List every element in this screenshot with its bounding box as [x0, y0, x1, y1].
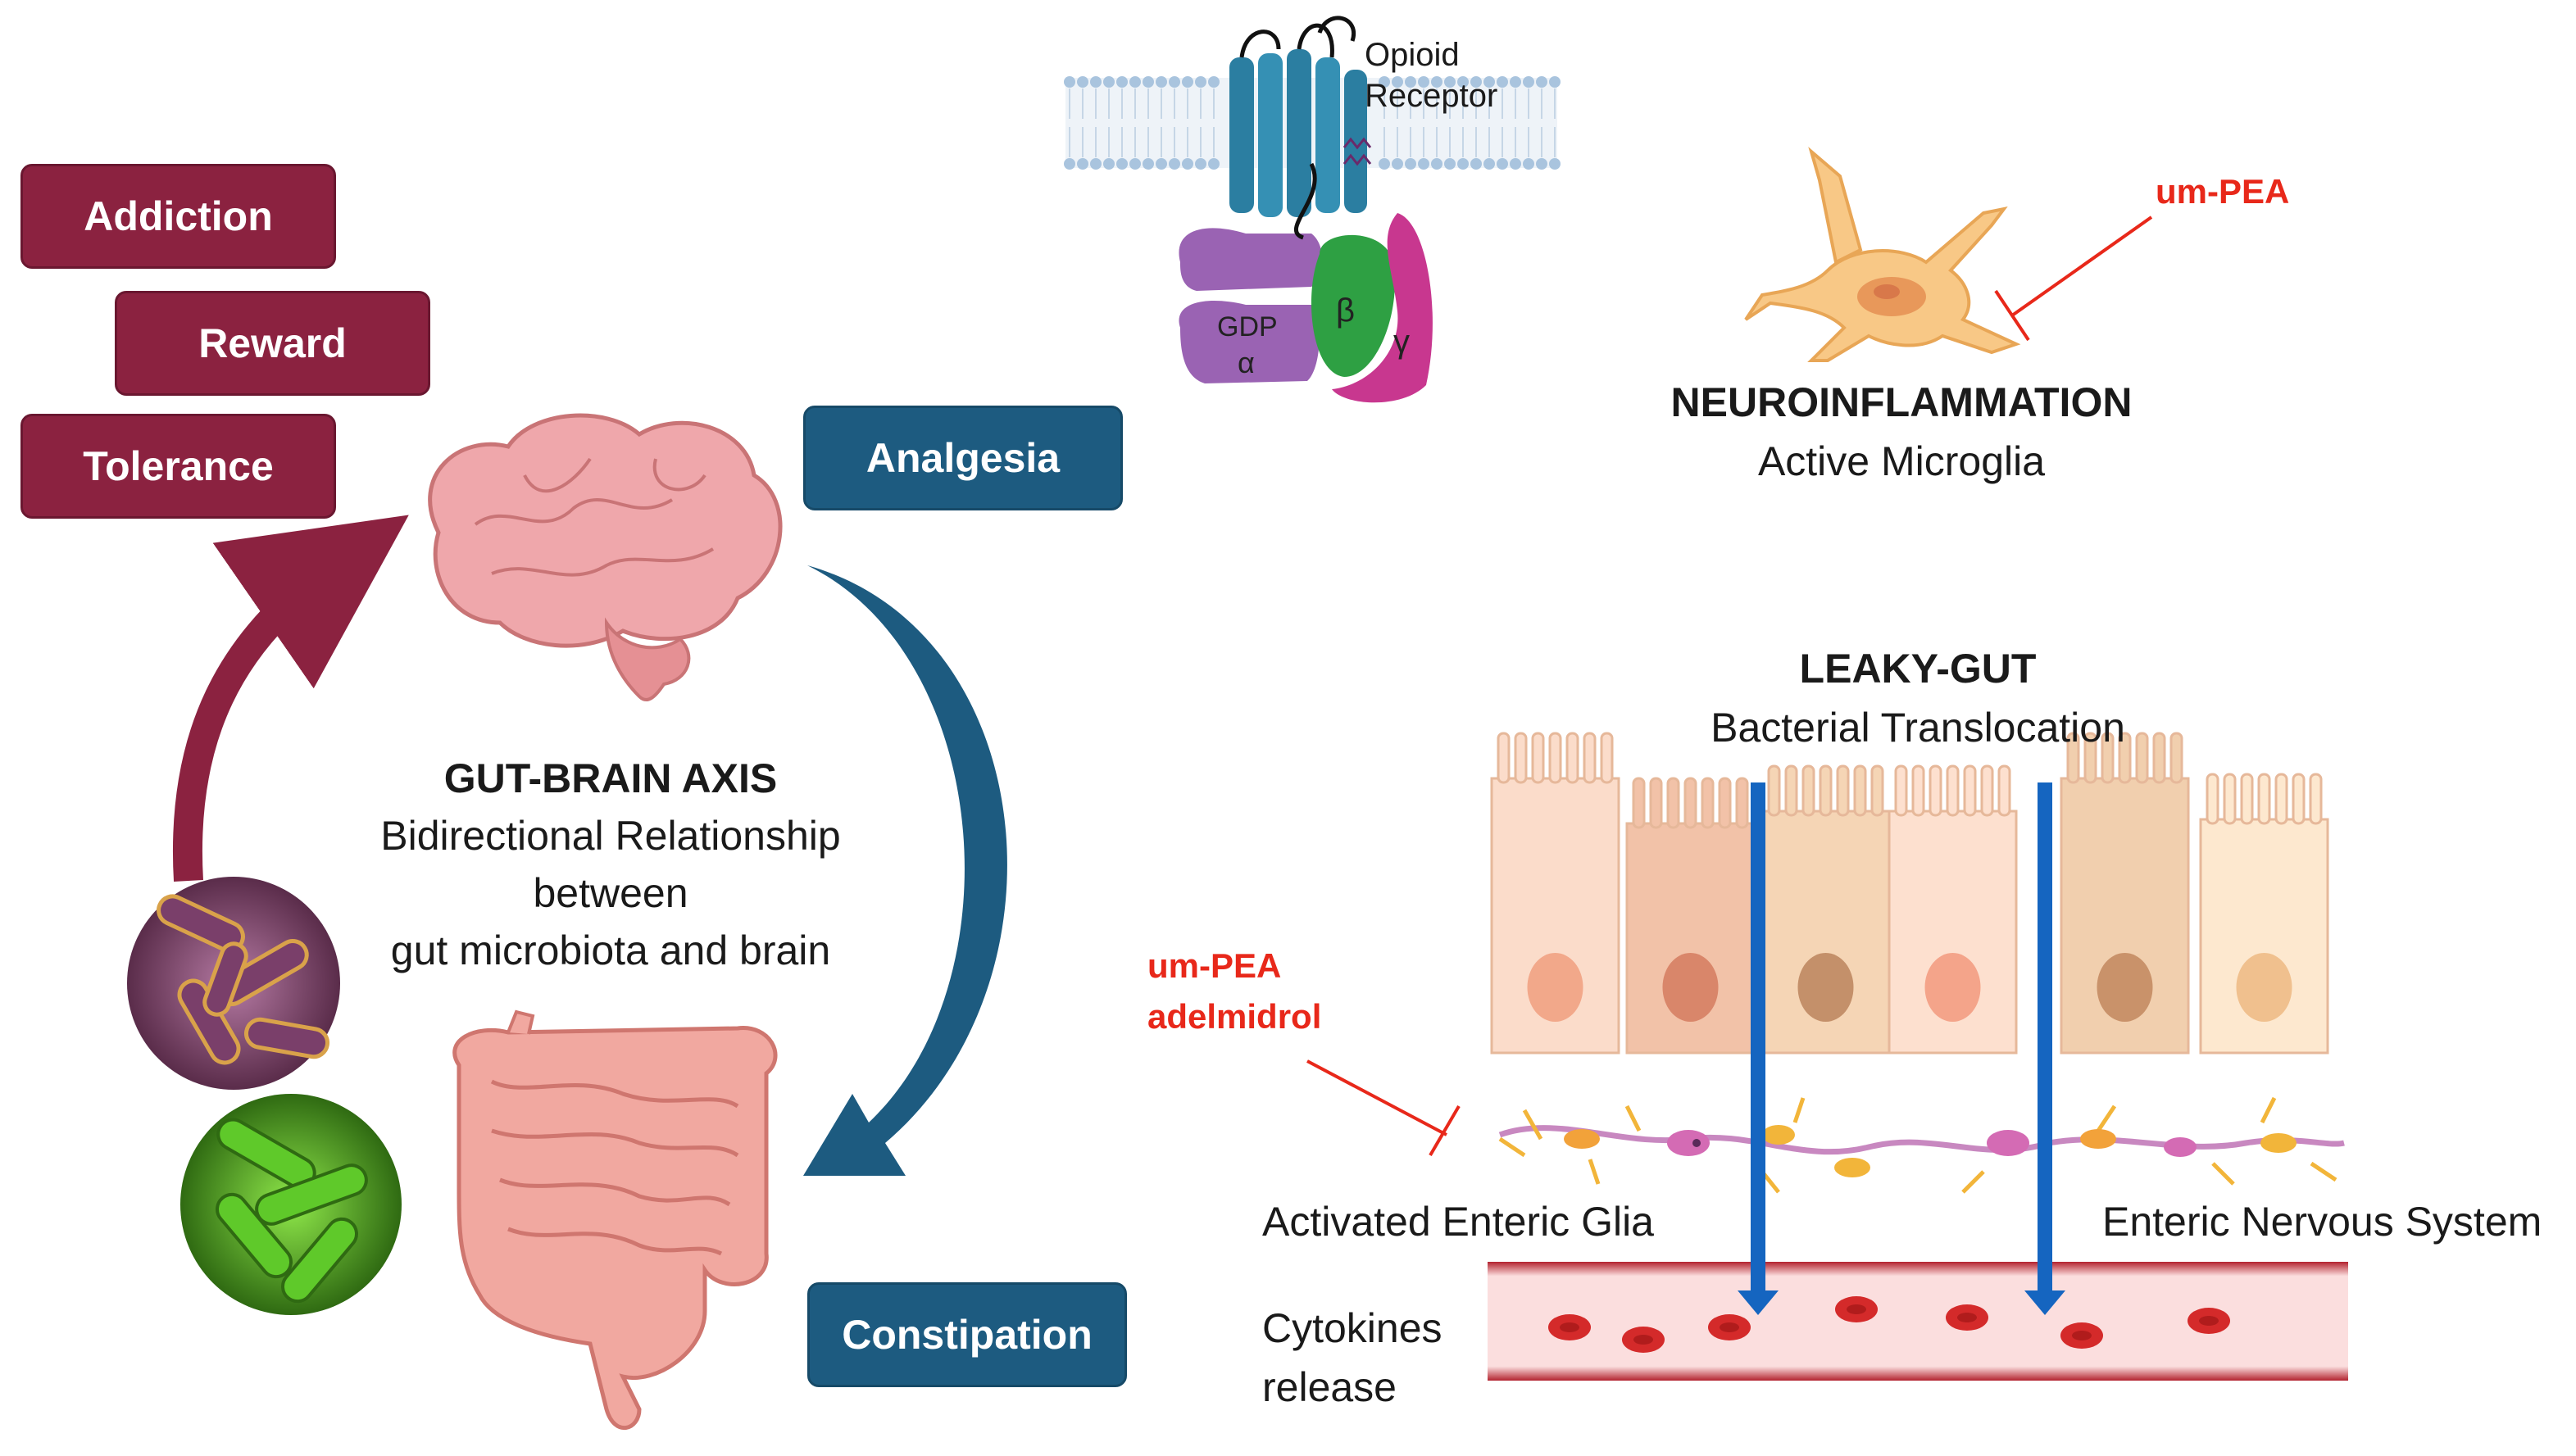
microglia-inhibitor-line	[1994, 215, 2153, 342]
constipation-box: Constipation	[807, 1282, 1127, 1387]
blood-vessel-icon	[1488, 1262, 2348, 1381]
tolerance-box: Tolerance	[20, 414, 336, 519]
translocation-arrow-right	[2024, 782, 2065, 1315]
gut-brain-axis-line1: Bidirectional Relationship	[380, 813, 841, 859]
enteric-nervous-system-label: Enteric Nervous System	[2102, 1199, 2542, 1245]
gut-brain-axis-line2: between	[533, 870, 688, 916]
brain-icon	[428, 413, 783, 701]
gamma-label: γ	[1393, 324, 1410, 360]
alpha-label: α	[1238, 346, 1255, 379]
epithelial-cell	[2199, 773, 2329, 1055]
microglia-drug-label: um-PEA	[2156, 172, 2290, 211]
reward-box: Reward	[115, 291, 430, 396]
beta-label: β	[1336, 293, 1355, 329]
leaky-gut-subtitle: Bacterial Translocation	[1711, 705, 2125, 751]
neuroinflammation-subtitle: Active Microglia	[1757, 438, 2046, 484]
cytokines-release-line2: release	[1262, 1364, 1397, 1410]
opioid-receptor-label-line1: Opioid	[1365, 37, 1460, 73]
g-protein-icon	[1179, 162, 1433, 403]
red-blood-cell	[1548, 1314, 1591, 1340]
leaky-gut-block: LEAKY-GUT Bacterial Translocation	[1623, 639, 2213, 757]
red-blood-cell	[1622, 1327, 1665, 1353]
analgesia-box: Analgesia	[803, 406, 1123, 510]
red-blood-cell	[2188, 1308, 2230, 1334]
glia-drug-label-line2: adelmidrol	[1147, 997, 1322, 1036]
red-blood-cell	[2060, 1322, 2103, 1349]
opioid-receptor-label: Opioid Receptor	[1365, 34, 1497, 116]
translocation-arrow-left	[1738, 782, 1779, 1315]
gut-brain-axis-block: GUT-BRAIN AXIS Bidirectional Relationshi…	[320, 750, 902, 979]
epithelial-cell	[1760, 764, 1891, 1055]
bacteria-green-icon	[180, 1094, 402, 1315]
glia-drug-label: um-PEA adelmidrol	[1147, 941, 1321, 1042]
red-blood-cell	[1946, 1304, 1988, 1331]
epithelial-cell	[1625, 777, 1756, 1055]
enteric-nervous-system-icon	[1498, 1096, 2345, 1194]
brain-to-gut-arrow	[803, 565, 1007, 1176]
intestine-icon	[452, 1009, 778, 1430]
epithelial-cell	[1490, 732, 1620, 1055]
opioid-receptor-label-line2: Receptor	[1365, 78, 1498, 114]
gdp-label: GDP	[1217, 311, 1278, 342]
microbiota-to-brain-arrow	[173, 515, 409, 882]
cytokines-release-label: Cytokines release	[1262, 1299, 1442, 1417]
leaky-gut-title: LEAKY-GUT	[1799, 646, 2037, 692]
microglia-icon	[1744, 147, 2021, 362]
activated-enteric-glia-label: Activated Enteric Glia	[1262, 1199, 1654, 1245]
glia-drug-label-line1: um-PEA	[1147, 946, 1282, 985]
red-blood-cell	[1835, 1296, 1878, 1322]
addiction-box: Addiction	[20, 164, 336, 269]
gut-brain-axis-title: GUT-BRAIN AXIS	[443, 755, 778, 801]
neuroinflammation-block: NEUROINFLAMMATION Active Microglia	[1606, 373, 2197, 491]
epithelium-cells	[1490, 732, 2329, 1055]
glia-inhibitor-line	[1306, 1059, 1461, 1157]
neuroinflammation-title: NEUROINFLAMMATION	[1670, 379, 2133, 425]
epithelial-cell	[1888, 764, 2018, 1055]
bacteria-purple-icon	[127, 877, 340, 1090]
cytokines-release-line1: Cytokines	[1262, 1305, 1442, 1351]
epithelial-cell	[2060, 732, 2190, 1055]
opioid-receptor-icon	[1229, 16, 1372, 217]
red-blood-cell	[1708, 1314, 1751, 1340]
gut-brain-axis-line3: gut microbiota and brain	[390, 928, 831, 973]
